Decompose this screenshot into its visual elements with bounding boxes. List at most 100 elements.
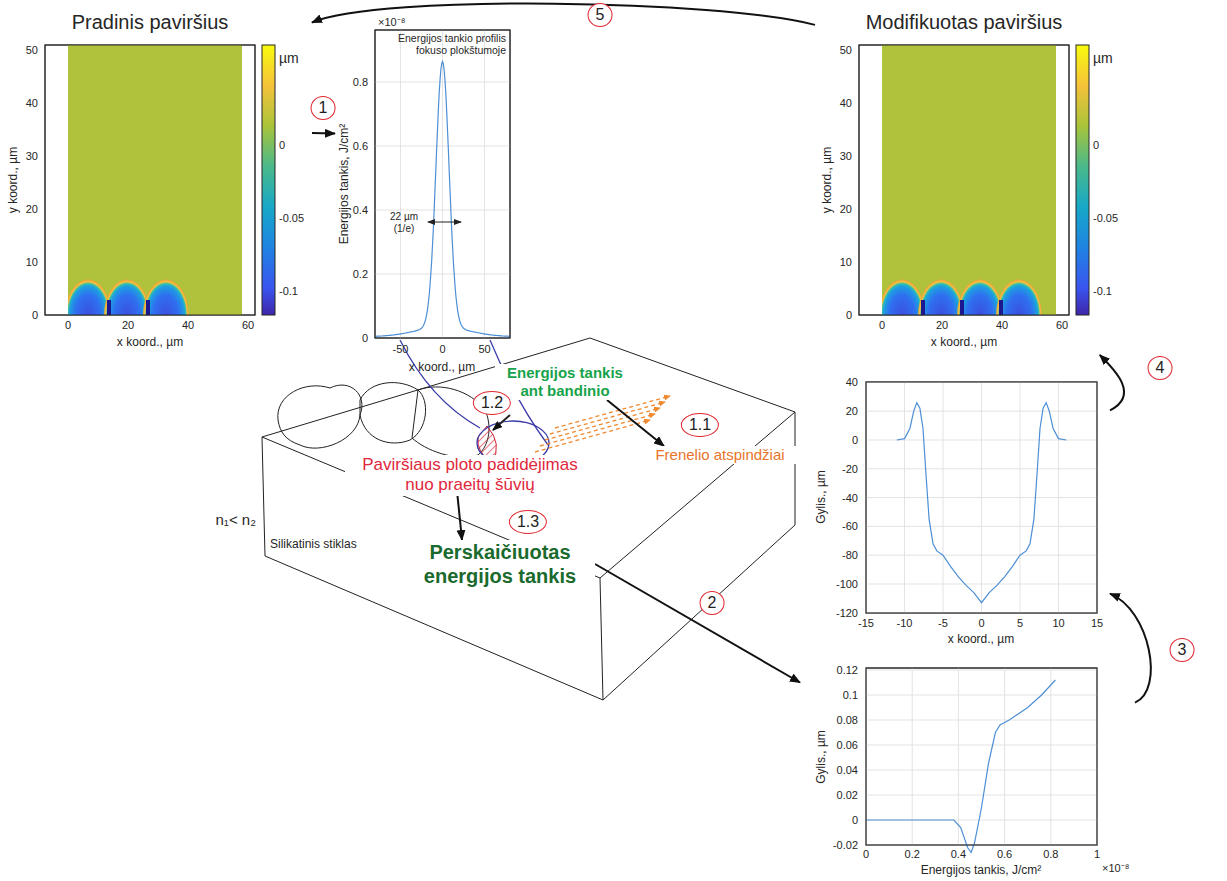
grid-line xyxy=(866,555,1097,556)
plot-panel: Energijos tankio profilis fokuso plokštu… xyxy=(335,2,520,378)
tick-label: 0 xyxy=(65,319,71,332)
pointer-arrow xyxy=(493,415,510,430)
axis-title: Energijos tankis, J/cm² xyxy=(921,864,1042,878)
tick-label: -5 xyxy=(938,617,948,630)
grid-line xyxy=(866,695,1097,696)
node-text: Paviršiaus ploto padidėjimas nuo praeitų… xyxy=(345,455,595,496)
axis-title: µm xyxy=(1093,50,1113,66)
axes-box xyxy=(375,30,510,338)
annotation: n₁< n₂ xyxy=(216,511,257,528)
depth-vs-fluence-curve xyxy=(866,680,1055,853)
crater xyxy=(104,279,150,315)
axis-title: y koord., µm xyxy=(821,147,835,213)
tick-label: 0.4 xyxy=(951,848,966,861)
grid-line xyxy=(866,670,1097,671)
annotation: 22 µm (1/e) xyxy=(384,211,424,234)
tick-label: 0.8 xyxy=(1043,848,1058,861)
crater-outlines xyxy=(278,383,489,457)
tick-label: 0.04 xyxy=(837,764,861,777)
tick-label: 0.12 xyxy=(837,664,861,677)
callout-number: 2 xyxy=(700,591,725,615)
tick-label: 0.02 xyxy=(837,789,861,802)
grid-line xyxy=(866,770,1097,771)
crater xyxy=(918,279,964,315)
fresnel-ray xyxy=(550,402,665,434)
annotation: ×10⁻⁸ xyxy=(1102,862,1129,875)
crater-outline xyxy=(360,383,426,443)
tick-label: -100 xyxy=(836,578,861,591)
tick-label: 0 xyxy=(978,617,984,630)
grid-line xyxy=(866,795,1097,796)
callout-number: 3 xyxy=(1170,638,1195,662)
connector-arrow xyxy=(607,400,664,446)
axis-title: Energijos tankis, J/cm² xyxy=(338,124,352,245)
tick-label: -0.05 xyxy=(279,212,304,225)
axes-box xyxy=(866,668,1097,845)
axis-title: y koord., µm xyxy=(7,147,21,213)
grid-line xyxy=(442,30,443,338)
connector-arrow xyxy=(458,496,463,540)
axis-title: x koord., µm xyxy=(409,361,475,375)
tick-label: 0.08 xyxy=(837,714,861,727)
grid-line xyxy=(866,411,1097,412)
node-text: Frenelio atspindžiai xyxy=(640,446,800,464)
callout-number: 1.3 xyxy=(509,510,547,534)
tick-label: -40 xyxy=(842,491,861,504)
tick-label: 10 xyxy=(1052,617,1064,630)
tick-label: 0 xyxy=(32,309,41,322)
axes-box xyxy=(866,668,1097,845)
depth-curve xyxy=(897,403,1066,603)
axes-box xyxy=(375,30,510,338)
tick-label: 40 xyxy=(840,97,855,110)
tick-label: 20 xyxy=(26,203,41,216)
tick-label: 50 xyxy=(840,44,855,57)
crater xyxy=(957,279,1003,315)
grid-line xyxy=(866,468,1097,469)
tick-label: 60 xyxy=(1056,319,1068,332)
fresnel-ray xyxy=(555,396,670,428)
tick-label: 0 xyxy=(846,309,855,322)
callout-number: 1.1 xyxy=(681,413,719,437)
tick-label: -10 xyxy=(897,617,913,630)
crater-ridge xyxy=(921,300,925,315)
tick-label: 30 xyxy=(840,150,855,163)
grid-line xyxy=(400,30,401,338)
plot-panel: Pradinis paviršiusy koord., µmx koord., … xyxy=(5,5,312,355)
callout-number: 1 xyxy=(311,96,336,120)
tick-label: 50 xyxy=(26,44,41,57)
width-arrow xyxy=(428,222,461,223)
tick-label: 40 xyxy=(996,319,1008,332)
tick-label: 50 xyxy=(478,343,490,356)
axes-box xyxy=(859,45,1069,315)
tick-label: 0.6 xyxy=(353,140,371,153)
tick-label: -0.1 xyxy=(1093,285,1112,298)
callout-number: 1.2 xyxy=(473,391,511,415)
tick-label: 0 xyxy=(863,848,869,861)
grid-line xyxy=(375,274,510,275)
colorbar xyxy=(1076,45,1089,315)
tick-label: -80 xyxy=(842,549,861,562)
callout-number: 4 xyxy=(1148,356,1173,380)
tick-label: -15 xyxy=(858,617,874,630)
tick-label: 0 xyxy=(279,139,285,152)
axes-box xyxy=(866,382,1097,613)
fresnel-rays xyxy=(535,396,670,452)
panel-title: Modifikuotas paviršius xyxy=(866,11,1063,34)
tick-label: -0.05 xyxy=(1093,212,1118,225)
tick-label: 0 xyxy=(362,332,371,345)
tick-label: 60 xyxy=(242,319,254,332)
colorbar xyxy=(262,45,275,315)
grid-line xyxy=(866,526,1097,527)
crater-ridge xyxy=(107,300,111,315)
tick-label: 0.2 xyxy=(353,268,371,281)
tick-label: 30 xyxy=(26,150,41,163)
tick-label: 0.6 xyxy=(997,848,1012,861)
axes-box xyxy=(866,382,1097,613)
tick-label: 40 xyxy=(26,97,41,110)
axis-title: x koord., µm xyxy=(948,633,1014,647)
tick-label: 0 xyxy=(852,814,861,827)
tick-label: 20 xyxy=(846,405,861,418)
tick-label: 0.06 xyxy=(837,739,861,752)
